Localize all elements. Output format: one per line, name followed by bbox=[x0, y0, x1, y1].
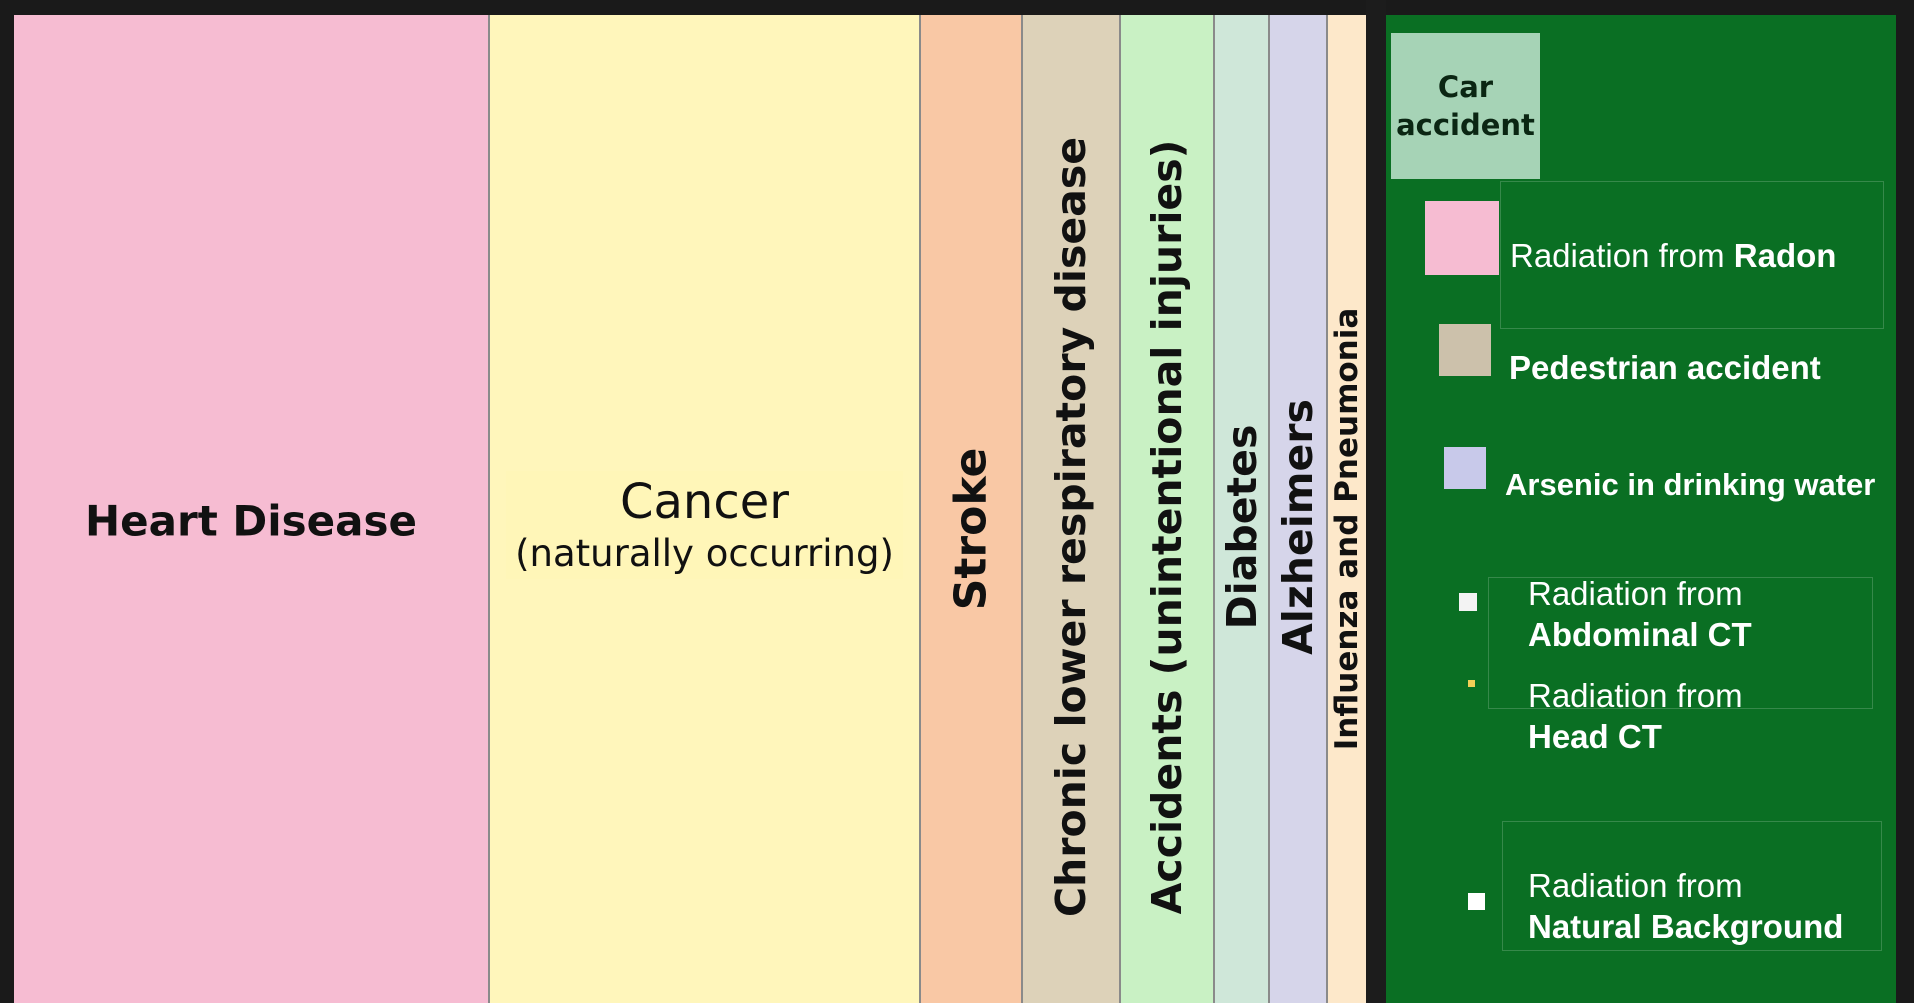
legend-item-frame bbox=[1488, 577, 1873, 709]
legend-swatch bbox=[1425, 201, 1499, 275]
legend-swatch bbox=[1444, 447, 1486, 489]
category-label: Heart Disease bbox=[85, 496, 417, 546]
legend-label-line: Radiation from Radon bbox=[1510, 237, 1836, 275]
category-label: Diabetes bbox=[1217, 424, 1266, 630]
cancer-label-backdrop bbox=[506, 471, 903, 579]
legend-label: Radon bbox=[1733, 237, 1837, 274]
bar-heart-disease: Heart Disease bbox=[14, 15, 490, 1003]
category-label: Stroke bbox=[945, 447, 997, 611]
legend-label: Arsenic in drinking water bbox=[1505, 467, 1876, 502]
legend-label-line: Pedestrian accident bbox=[1509, 349, 1821, 387]
car-accident-label-line2: accident bbox=[1396, 108, 1535, 142]
legend-swatch bbox=[1459, 593, 1477, 611]
bar-chronic-lower-respiratory-disease: Chronic lower respiratory disease bbox=[1023, 15, 1121, 1003]
bar-influenza-and-pneumonia: Influenza and Pneumonia bbox=[1328, 15, 1366, 1003]
cancer-subtitle: (naturally occurring) bbox=[515, 532, 894, 575]
bar-alzheimers: Alzheimers bbox=[1270, 15, 1328, 1003]
bar-diabetes: Diabetes bbox=[1215, 15, 1270, 1003]
bar-accidents-unintentional-injuries: Accidents (unintentional injuries) bbox=[1121, 15, 1215, 1003]
bar-cancer: Cancer(naturally occurring) bbox=[490, 15, 921, 1003]
legend-label-line: Arsenic in drinking water bbox=[1505, 467, 1875, 503]
legend-swatch bbox=[1468, 893, 1485, 910]
legend-swatch bbox=[1468, 680, 1475, 687]
category-label: Alzheimers bbox=[1274, 399, 1322, 655]
panel-divider bbox=[1366, 0, 1386, 1003]
category-label: Cancer(naturally occurring) bbox=[515, 473, 894, 577]
category-label: Accidents (unintentional injuries) bbox=[1143, 139, 1191, 915]
cancer-title: Cancer bbox=[619, 474, 790, 530]
legend-item-frame bbox=[1502, 821, 1882, 951]
car-accident-box: Car accident bbox=[1391, 33, 1540, 179]
causes-of-death-chart: Heart Disease Cancer(naturally occurring)… bbox=[14, 15, 1366, 1003]
legend-label-prefix: Radiation from bbox=[1528, 677, 1743, 714]
category-label: Chronic lower respiratory disease bbox=[1047, 136, 1095, 918]
legend-label-prefix: Radiation from bbox=[1528, 575, 1743, 612]
legend-label: Pedestrian accident bbox=[1509, 349, 1821, 386]
bar-stroke: Stroke bbox=[921, 15, 1023, 1003]
legend-label: Head CT bbox=[1528, 718, 1662, 755]
legend-swatch bbox=[1439, 324, 1491, 376]
legend-label-prefix: Radiation from bbox=[1510, 237, 1734, 274]
legend-label: Abdominal CT bbox=[1528, 616, 1752, 653]
legend-label: Natural Background bbox=[1528, 908, 1844, 945]
legend-item-frame bbox=[1500, 181, 1884, 329]
legend-label-prefix: Radiation from bbox=[1528, 867, 1743, 904]
car-accident-label-line1: Car bbox=[1437, 70, 1494, 104]
category-label: Influenza and Pneumonia bbox=[1329, 307, 1365, 751]
